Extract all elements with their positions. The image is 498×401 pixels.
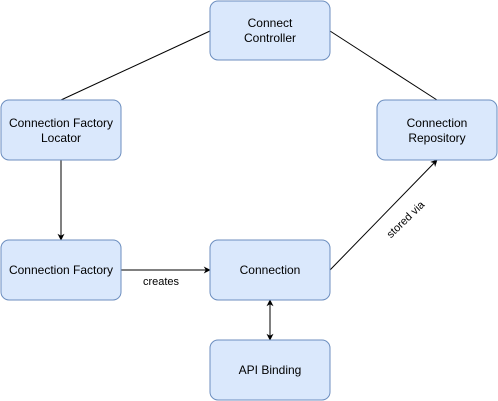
node-connection-repository-label-line2: Repository xyxy=(408,131,465,145)
node-api-binding-label: API Binding xyxy=(239,363,302,377)
node-connection-factory-locator[interactable]: Connection Factory Locator xyxy=(0,99,122,161)
edge-label-stored-via: stored via xyxy=(385,198,428,240)
node-connection-label: Connection xyxy=(240,263,301,277)
node-connection-factory-locator-label-line2: Locator xyxy=(41,131,81,145)
node-connection-factory-label: Connection Factory xyxy=(9,263,113,277)
node-connection-repository-label-line1: Connection xyxy=(407,116,468,130)
node-connection-factory[interactable]: Connection Factory xyxy=(0,239,122,301)
node-connection[interactable]: Connection xyxy=(209,239,331,301)
node-connect-controller-label-line2: Controller xyxy=(244,31,296,45)
edge-label-creates: creates xyxy=(143,276,180,288)
node-connection-factory-locator-label-line1: Connection Factory xyxy=(9,116,113,130)
edge-controller-to-locator xyxy=(60,30,211,101)
edge-controller-to-repository xyxy=(329,30,438,101)
edge-connection-to-repository xyxy=(329,159,438,271)
node-connect-controller[interactable]: Connect Controller xyxy=(209,0,331,61)
node-connect-controller-label-line1: Connect xyxy=(248,16,293,30)
node-api-binding[interactable]: API Binding xyxy=(209,339,331,401)
node-connection-repository[interactable]: Connection Repository xyxy=(376,99,498,161)
